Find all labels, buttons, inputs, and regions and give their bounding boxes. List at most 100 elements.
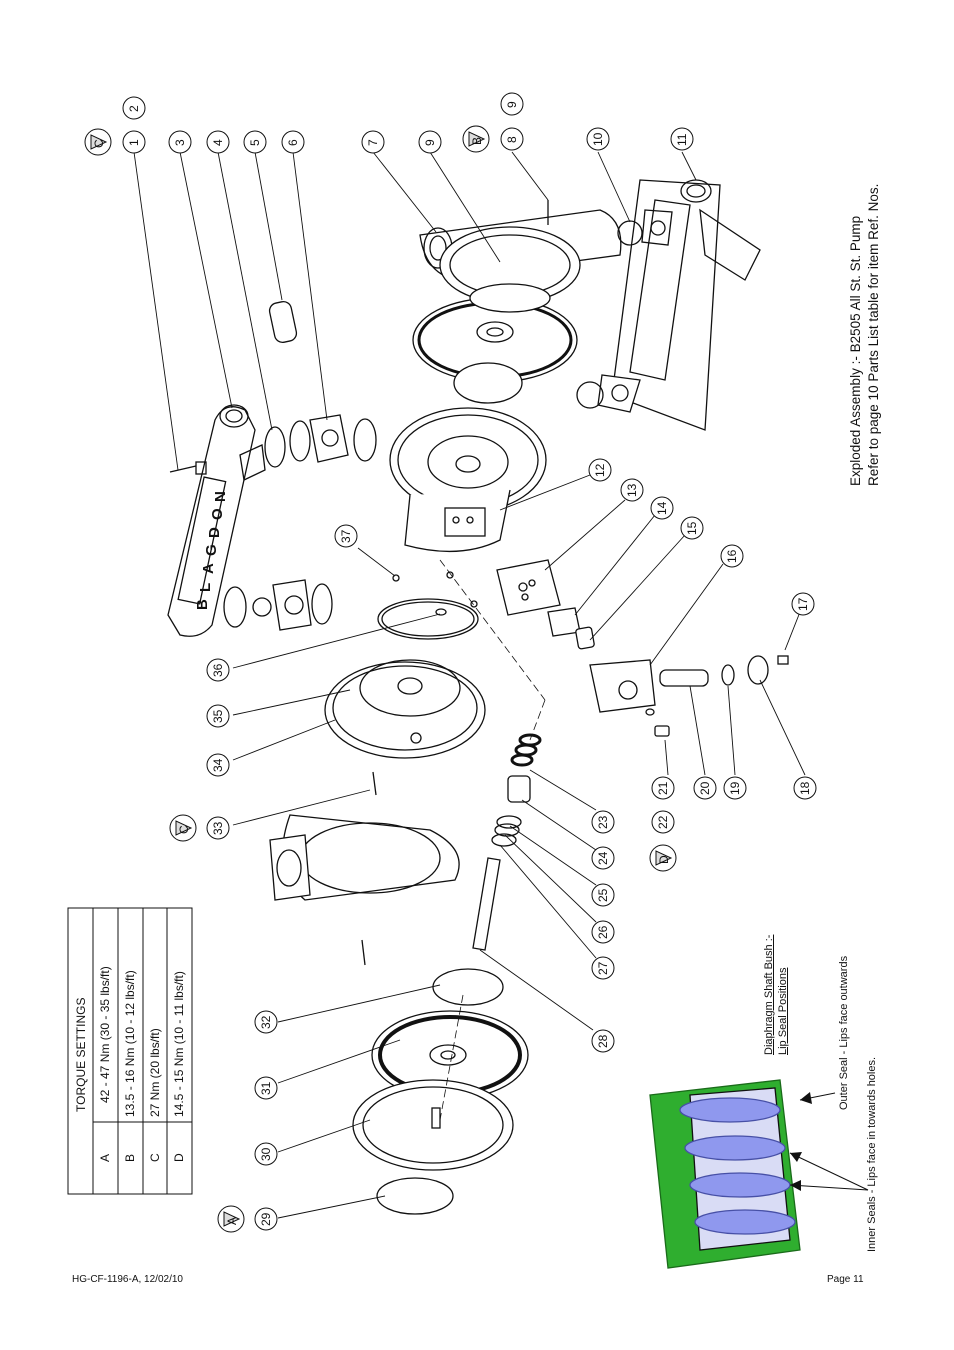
torque-marker-label-c-mid: C — [177, 825, 191, 834]
callout-31 — [254, 1076, 278, 1100]
torque-marker-label-a: A — [225, 1216, 239, 1225]
valve-assembly — [589, 655, 789, 737]
callout-17 — [791, 592, 815, 616]
callout-33 — [206, 816, 230, 840]
callout-number: 26 — [596, 925, 610, 939]
callout-number: 12 — [593, 463, 607, 477]
callout-number: 18 — [798, 781, 812, 795]
brand-letter: N — [212, 491, 229, 502]
torque-row-b-value: 13.5 - 16 Nm (10 - 12 lbs/ft) — [123, 970, 137, 1117]
shaft-seals — [472, 733, 542, 951]
brand-letter: B — [194, 599, 211, 610]
callout-24 — [591, 846, 615, 870]
callout-7 — [361, 130, 385, 154]
callout-20 — [693, 776, 717, 800]
callout-number: 24 — [596, 851, 610, 865]
lip-seal-outer-note: Outer Seal - Lips face outwards — [838, 955, 850, 1110]
liquid-chamber — [269, 771, 460, 966]
callout-26 — [591, 920, 615, 944]
torque-marker-c-top — [84, 128, 112, 156]
callout-5 — [243, 130, 267, 154]
callout-number: 16 — [725, 549, 739, 563]
air-chamber — [389, 407, 547, 553]
callout-number: 11 — [675, 133, 689, 146]
callout-number: 36 — [211, 663, 225, 677]
callout-3 — [168, 130, 192, 154]
callout-number: 21 — [656, 781, 670, 795]
callout-25 — [591, 883, 615, 907]
callout-number: 28 — [596, 1034, 610, 1048]
callout-number: 1 — [127, 138, 141, 146]
callout-21 — [651, 776, 675, 800]
callout-8 — [500, 127, 524, 151]
callout-number: 5 — [248, 138, 262, 146]
upper-seals — [223, 300, 377, 631]
callout-number: 6 — [286, 138, 300, 146]
callout-4 — [206, 130, 230, 154]
page-number: Page 11 — [827, 1274, 864, 1285]
callout-9b — [500, 92, 524, 116]
callout-number: 22 — [656, 815, 670, 829]
callout-15 — [680, 516, 704, 540]
callout-number: 17 — [796, 597, 810, 611]
brand-letter: A — [200, 563, 217, 574]
callout-number: 19 — [728, 781, 742, 795]
callout-29 — [254, 1207, 278, 1231]
leader-lines — [133, 151, 806, 1219]
torque-marker-c-mid — [169, 814, 197, 842]
callout-number: 34 — [211, 758, 225, 772]
callout-9a — [418, 130, 442, 154]
callout-28 — [591, 1029, 615, 1053]
callout-number: 9 — [423, 138, 437, 146]
callout-number: 33 — [211, 821, 225, 835]
torque-row-a-value: 42 - 47 Nm (30 - 35 lbs/ft) — [98, 966, 112, 1103]
brand-letter: D — [206, 527, 223, 538]
lip-seal-arrowheads — [790, 1092, 812, 1191]
callout-number: 14 — [655, 501, 669, 515]
torque-table — [67, 907, 193, 1195]
torque-row-c-key: C — [148, 1153, 162, 1162]
callout-13 — [620, 478, 644, 502]
brand-letter: O — [209, 508, 226, 520]
torque-row-a-key: A — [98, 1153, 112, 1162]
callout-18 — [793, 776, 817, 800]
page-title-line2: Refer to page 10 Parts List table for it… — [866, 183, 881, 486]
callout-number: 13 — [625, 483, 639, 497]
callout-number: 7 — [366, 138, 380, 146]
callout-number: 9 — [505, 100, 519, 108]
page-title-line1: Exploded Assembly :- B2505 All St. St. P… — [848, 215, 863, 486]
callout-30 — [254, 1142, 278, 1166]
callout-12 — [588, 458, 612, 482]
torque-marker-b — [462, 125, 490, 153]
right-manifold — [576, 179, 761, 431]
lip-seal-heading-line2: Lip Seal Positions — [777, 967, 789, 1055]
callout-number: 35 — [211, 709, 225, 723]
brand-letter: L — [197, 582, 214, 592]
callout-number: 4 — [211, 138, 225, 146]
callout-number: 27 — [596, 961, 610, 975]
callout-number: 23 — [596, 815, 610, 829]
callout-number: 20 — [698, 781, 712, 795]
callout-19 — [723, 776, 747, 800]
callout-number: 15 — [685, 521, 699, 535]
top-manifold — [167, 404, 266, 637]
torque-marker-label-c-top: C — [92, 139, 106, 148]
callout-number: 29 — [259, 1212, 273, 1226]
torque-marker-label-b: B — [470, 136, 484, 145]
callout-32 — [254, 1010, 278, 1034]
callout-number: 3 — [173, 138, 187, 146]
torque-row-c-value: 27 Nm (20 lbs/ft) — [148, 1028, 162, 1117]
centre-block — [324, 659, 486, 759]
callout-number: 30 — [259, 1147, 273, 1161]
callout-number: 8 — [505, 135, 519, 143]
callout-number: 32 — [259, 1015, 273, 1029]
callout-35 — [206, 704, 230, 728]
valve-plates — [377, 559, 595, 650]
callout-2 — [122, 96, 146, 120]
callout-36 — [206, 658, 230, 682]
lip-seal-heading-line1: Diaphragm Shaft Bush :- — [763, 934, 775, 1055]
callout-number: 2 — [127, 104, 141, 112]
lip-seal-illustration — [649, 1079, 869, 1269]
callout-37 — [334, 524, 358, 548]
callout-16 — [720, 544, 744, 568]
